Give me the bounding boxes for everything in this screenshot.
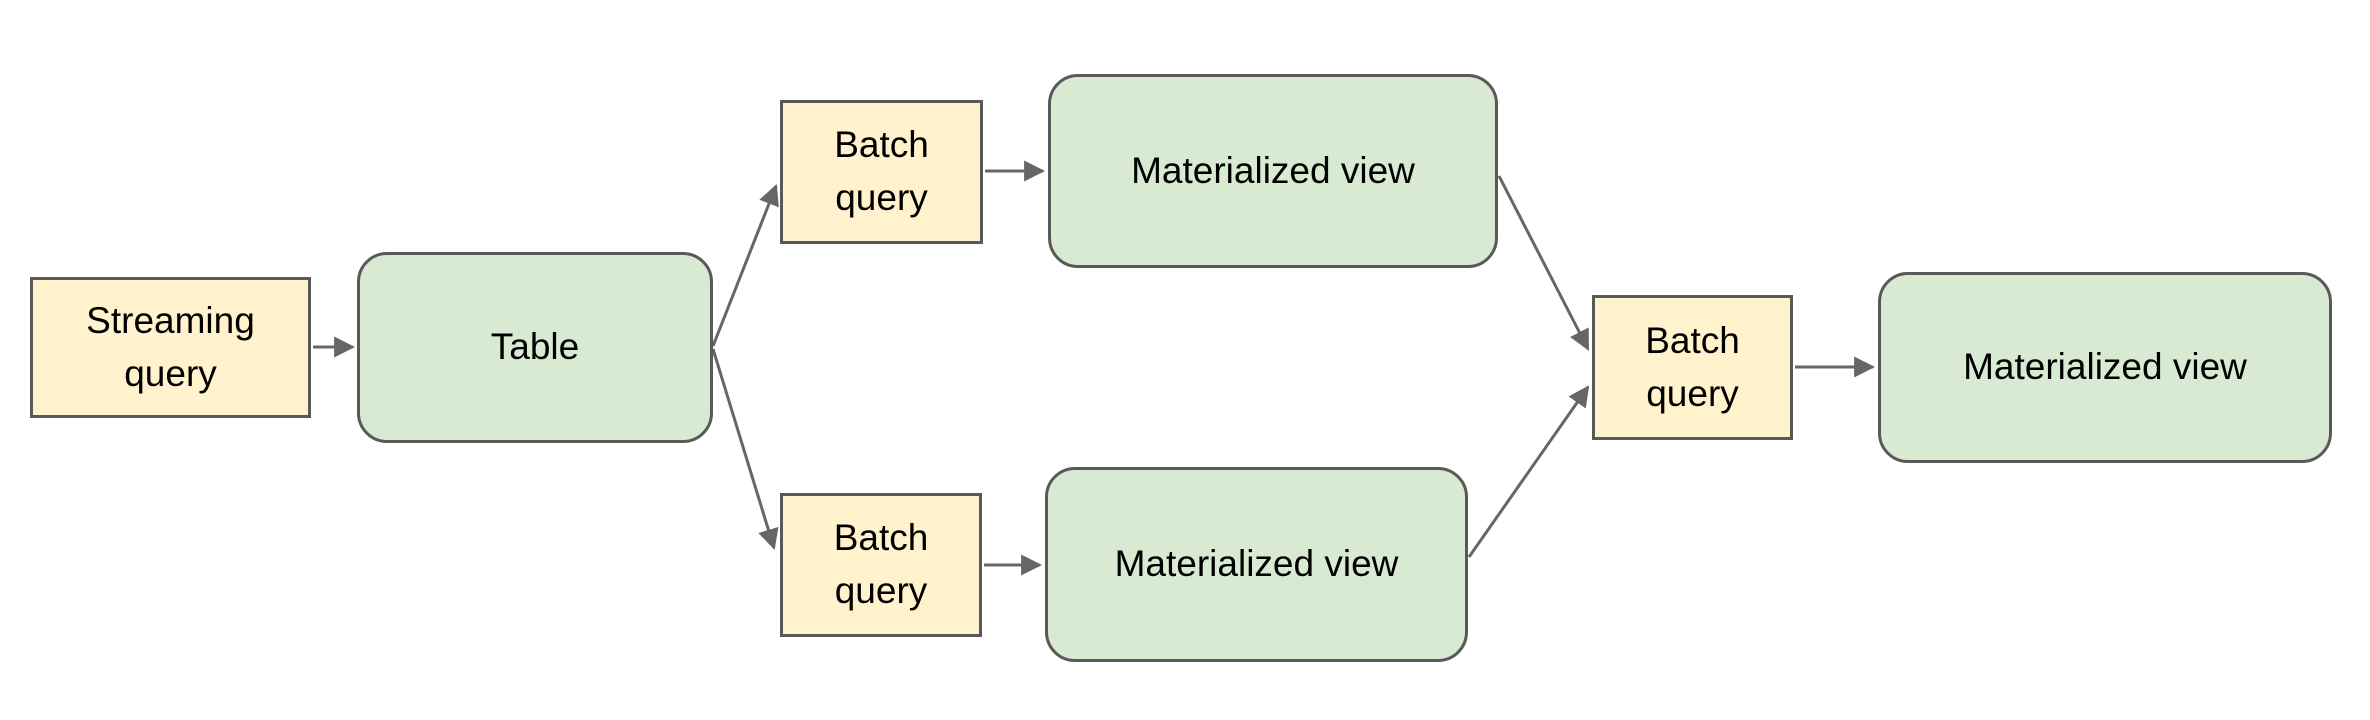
node-batch-query-bottom: Batch query (780, 493, 982, 637)
node-materialized-view-bottom-label: Materialized view (1114, 543, 1399, 585)
node-materialized-view-top: Materialized view (1048, 74, 1498, 268)
edge-table-to-batch-query-top (711, 184, 779, 347)
node-materialized-view-top-label: Materialized view (1131, 149, 1415, 191)
node-batch-query-top: Batch query (780, 100, 983, 244)
node-streaming-query: Streaming query (30, 277, 311, 418)
node-materialized-view-final-label: Materialized view (1963, 346, 2247, 388)
node-table-label: Table (490, 326, 580, 368)
edge-table-to-batch-query-bottom (711, 348, 779, 551)
edge-materialized-view-bottom-to-batch-query-right (1467, 385, 1590, 558)
node-batch-query-right-label: Batch query (1645, 319, 1740, 414)
node-streaming-query-label: Streaming query (86, 299, 255, 394)
edge-materialized-view-top-to-batch-query-right (1497, 175, 1590, 351)
node-materialized-view-final: Materialized view (1878, 272, 2332, 463)
node-table: Table (357, 252, 713, 443)
node-batch-query-bottom-label: Batch query (833, 517, 929, 611)
node-batch-query-top-label: Batch query (834, 124, 929, 218)
node-materialized-view-bottom: Materialized view (1045, 467, 1468, 662)
node-batch-query-right: Batch query (1592, 295, 1793, 440)
